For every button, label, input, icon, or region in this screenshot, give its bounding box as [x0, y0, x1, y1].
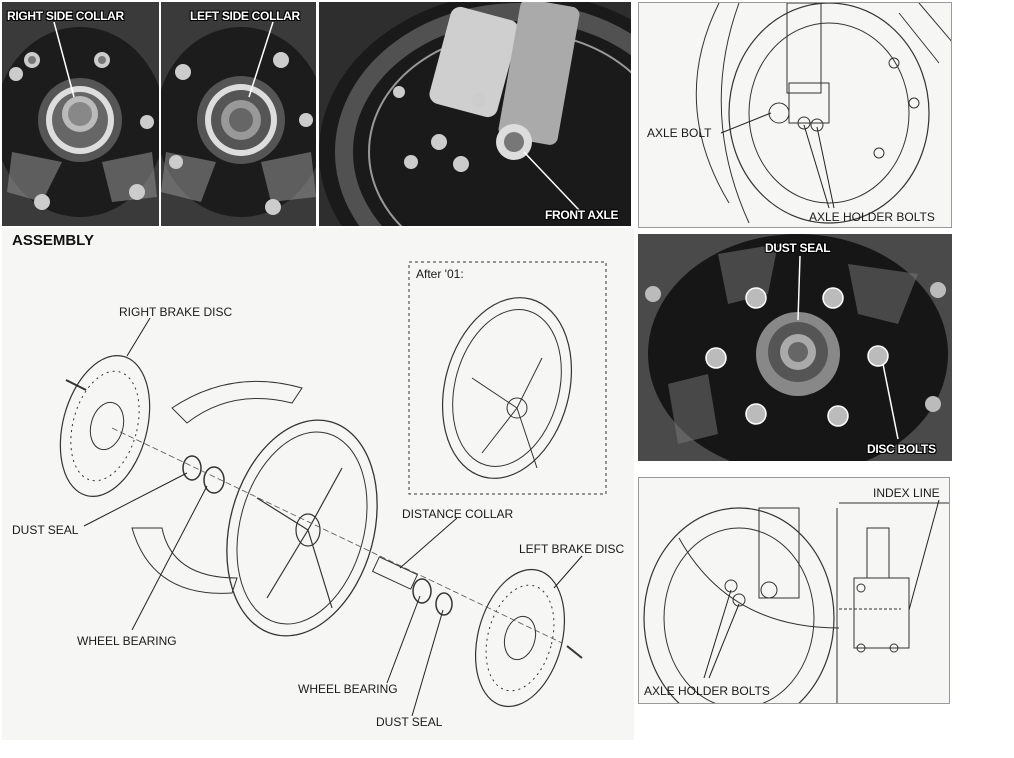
- wheel-bearing-right-label: WHEEL BEARING: [298, 682, 398, 696]
- axle-bolt-diagram: AXLE BOLT AXLE HOLDER BOLTS: [638, 2, 952, 228]
- wheel-bearing-left-label: WHEEL BEARING: [77, 634, 177, 648]
- front-axle-photo-graphic: [319, 2, 631, 226]
- axle-bolt-label: AXLE BOLT: [647, 126, 712, 140]
- left-side-collar-label: LEFT SIDE COLLAR: [190, 9, 300, 23]
- dust-seal-photo-label: DUST SEAL: [765, 241, 831, 255]
- left-collar-photo-graphic: [161, 2, 316, 226]
- dust-seal-right-label: DUST SEAL: [376, 715, 443, 729]
- assembly-diagram: ASSEMBLY: [2, 228, 634, 740]
- disc-bolts-label: DISC BOLTS: [867, 442, 936, 456]
- right-collar-photo-graphic: [2, 2, 159, 226]
- right-brake-disc-label: RIGHT BRAKE DISC: [119, 305, 233, 319]
- disc-bolts-photo-graphic: [638, 234, 952, 461]
- index-line-diagram-graphic: [643, 499, 949, 703]
- axle-holder-bolts-label-top: AXLE HOLDER BOLTS: [809, 210, 935, 224]
- assembly-title: ASSEMBLY: [12, 232, 94, 249]
- right-side-collar-label: RIGHT SIDE COLLAR: [7, 9, 124, 23]
- photo-front-axle: FRONT AXLE: [319, 2, 631, 226]
- dust-seal-left-label: DUST SEAL: [12, 523, 79, 537]
- index-line-diagram: INDEX LINE AXLE HOLDER BOLTS: [638, 477, 950, 704]
- assembly-exploded-graphic: [59, 261, 607, 717]
- axle-bolt-diagram-graphic: [695, 3, 951, 224]
- photo-right-side-collar: RIGHT SIDE COLLAR: [2, 2, 159, 226]
- photo-left-side-collar: LEFT SIDE COLLAR: [161, 2, 316, 226]
- front-axle-label: FRONT AXLE: [545, 208, 619, 222]
- axle-holder-bolts-label-bottom: AXLE HOLDER BOLTS: [644, 684, 770, 698]
- distance-collar-label: DISTANCE COLLAR: [402, 507, 514, 521]
- index-line-label: INDEX LINE: [873, 486, 940, 500]
- after-01-label: After '01:: [416, 267, 464, 281]
- photo-disc-bolts: DUST SEAL DISC BOLTS: [638, 234, 952, 461]
- left-brake-disc-label: LEFT BRAKE DISC: [519, 542, 625, 556]
